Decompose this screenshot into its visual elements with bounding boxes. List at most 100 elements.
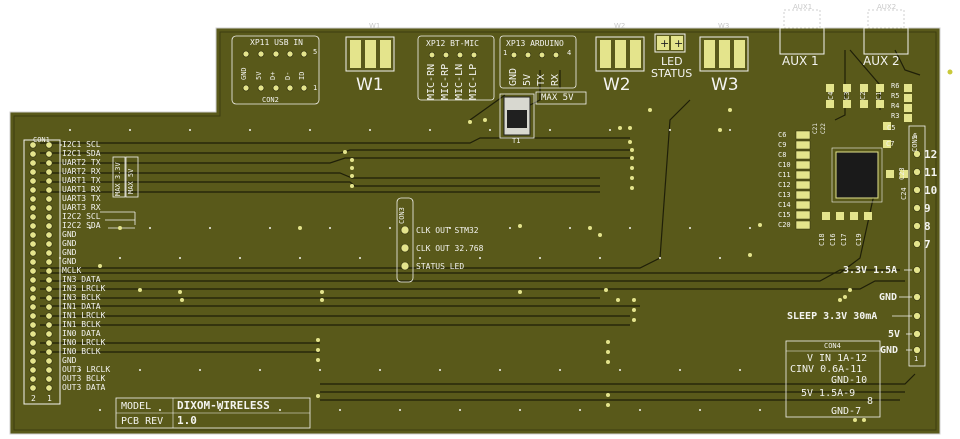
con1-pad (29, 339, 37, 347)
board-dot (189, 129, 191, 131)
con1-pin-label: GND (62, 356, 77, 365)
via (138, 288, 142, 292)
xp12-pin-label: MIC-LP (468, 63, 479, 100)
con2-pads (242, 50, 308, 92)
c19-label: C19 (855, 233, 863, 246)
xp12-pin-label: MIC-RN (426, 63, 437, 100)
board-dot (639, 409, 641, 411)
via (728, 108, 732, 112)
con1-pad (45, 141, 53, 149)
con1-pin-label: UART3 RX (62, 203, 101, 212)
via (606, 393, 610, 397)
board-dot (99, 409, 101, 411)
power-33v: 3.3V 1.5A (843, 265, 898, 276)
via (588, 226, 592, 230)
con1-pad (29, 159, 37, 167)
con3-outline (396, 197, 414, 283)
board-dot (679, 369, 681, 371)
resistor-label: R3 (891, 112, 900, 120)
t1-label: T1 (512, 137, 521, 145)
con1-pad (45, 258, 53, 266)
cap-label: C20 (778, 221, 791, 229)
con4-line-2: GND-10 (831, 375, 868, 386)
con1-pin-label: MCLK (62, 266, 82, 275)
con1-pad (29, 249, 37, 257)
board-dot (499, 369, 501, 371)
board-dot (509, 227, 511, 229)
ghost-aux1: AUX1 (793, 3, 813, 11)
via (853, 418, 857, 422)
xp13-pin-label: 5V (522, 73, 533, 86)
con5-pin-number: 8 (924, 220, 931, 233)
con2-pin-label: D- (283, 71, 292, 80)
via (628, 140, 632, 144)
t1-regulator (499, 93, 535, 139)
cap-label: C14 (778, 201, 791, 209)
con1-pad (29, 312, 37, 320)
con1-pad (45, 222, 53, 230)
via (630, 156, 634, 160)
con1-pad (29, 285, 37, 293)
c22-label: C22 (820, 123, 827, 134)
via (632, 308, 636, 312)
ghost-aux2: AUX2 (877, 3, 897, 11)
con1-pad (45, 366, 53, 374)
con1-pad (45, 249, 53, 257)
con3-label-2: STATUS LED (416, 262, 465, 271)
con1-pad (29, 384, 37, 392)
board-dot (239, 257, 241, 259)
via (632, 318, 636, 322)
board-dot (619, 369, 621, 371)
board-dot (59, 257, 61, 259)
via (758, 223, 762, 227)
power-5v: 5V (888, 329, 901, 340)
board-dot (479, 257, 481, 259)
via (350, 166, 354, 170)
con1-pad (29, 330, 37, 338)
board-dot (539, 257, 541, 259)
con5-pin-number: 10 (924, 184, 938, 197)
power-gnd-2: GND (880, 345, 899, 356)
c18-label: C18 (818, 233, 826, 246)
via (748, 253, 752, 257)
con3-label-1: CLK OUT 32.768 (416, 244, 484, 253)
con1-pad (29, 231, 37, 239)
via (350, 158, 354, 162)
board-dot (449, 227, 451, 229)
con5-pads (913, 150, 921, 354)
resistor-label: R4 (891, 102, 900, 110)
cap-label: C15 (778, 211, 791, 219)
board-dot (579, 409, 581, 411)
board-dot (549, 129, 551, 131)
via (630, 166, 634, 170)
board-dot (309, 129, 311, 131)
con1-pad (45, 285, 53, 293)
board-dot (369, 129, 371, 131)
con1-pad (29, 150, 37, 158)
con1-pad (29, 276, 37, 284)
board-dot (599, 257, 601, 259)
board-dot (719, 257, 721, 259)
board-dot (419, 257, 421, 259)
c5-label: C5 (887, 124, 896, 132)
via (718, 128, 722, 132)
ghost-w1: W1 (369, 22, 381, 30)
cap-label: C13 (778, 191, 791, 199)
vias (59, 108, 866, 422)
con1-pad (29, 222, 37, 230)
board-dot (379, 369, 381, 371)
via (350, 184, 354, 188)
con1-pad (45, 339, 53, 347)
board-dot (609, 129, 611, 131)
con1-pad (29, 258, 37, 266)
con5-n6: 6 (913, 132, 918, 140)
con1-pad (45, 321, 53, 329)
via (606, 360, 610, 364)
model-label: MODEL (121, 401, 152, 412)
board-dot (219, 409, 221, 411)
board-dot (559, 369, 561, 371)
board-dot (149, 227, 151, 229)
xp13-n1: 1 (503, 49, 508, 57)
board-dot (659, 257, 661, 259)
con1-pin-label: GND (62, 239, 77, 248)
